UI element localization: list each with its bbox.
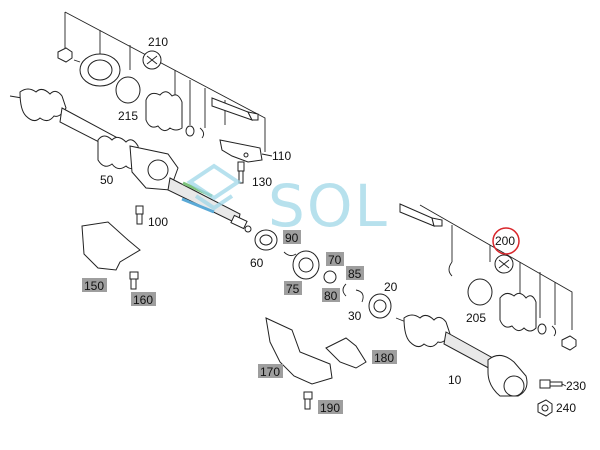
bolt-100-part bbox=[135, 205, 144, 225]
bolt-190-part bbox=[303, 391, 313, 410]
boot-part bbox=[145, 91, 183, 132]
snap-ring-30 bbox=[355, 289, 364, 303]
callout-130: 130 bbox=[252, 175, 272, 189]
lower-bracket-group: 170 180 190 bbox=[258, 317, 397, 415]
cap-nut-part bbox=[57, 47, 73, 63]
bearing-seal-group: 60 90 75 70 85 80 20 30 bbox=[250, 229, 398, 323]
seal-20-inner bbox=[373, 299, 387, 313]
upper-drive-shaft-group: 210 215 110 130 bbox=[9, 11, 291, 233]
callout-230: 230 bbox=[566, 379, 586, 393]
callout-180-bg bbox=[372, 350, 397, 364]
sol-logo-icon bbox=[186, 163, 242, 211]
lower-drive-shaft-group: 200 205 10 230 bbox=[395, 203, 586, 417]
callout-80: 80 bbox=[324, 289, 338, 303]
snap-ring-90 bbox=[283, 251, 297, 257]
bearing-75-inner bbox=[298, 257, 314, 273]
callout-90: 90 bbox=[285, 231, 299, 245]
clamp-ring-small bbox=[185, 125, 195, 137]
callout-75-bg bbox=[284, 281, 302, 295]
callout-160-bg bbox=[131, 292, 156, 306]
clamp-lower-1 bbox=[537, 323, 547, 335]
callout-110: 110 bbox=[272, 149, 291, 163]
grease-tube-lower-part bbox=[399, 203, 443, 227]
nut-240-part bbox=[537, 399, 553, 417]
clip-lower bbox=[448, 261, 453, 277]
callout-150-bg bbox=[82, 278, 107, 292]
circlip-part bbox=[342, 283, 347, 297]
heat-shield-part bbox=[81, 221, 141, 271]
callout-215: 215 bbox=[118, 109, 138, 123]
boot-lower-part bbox=[499, 292, 537, 332]
callout-100: 100 bbox=[148, 215, 168, 229]
watermark-text: SOL bbox=[268, 172, 389, 240]
callout-75: 75 bbox=[286, 282, 300, 296]
callout-180: 180 bbox=[374, 351, 394, 365]
callout-85: 85 bbox=[348, 267, 362, 281]
tripod-spider-lower-part bbox=[494, 254, 514, 274]
callout-60: 60 bbox=[250, 256, 264, 270]
clamp-clip bbox=[199, 127, 205, 139]
callout-85-bg bbox=[346, 266, 364, 280]
callout-200: 200 bbox=[495, 234, 515, 248]
callout-200-highlight bbox=[492, 227, 520, 255]
callout-205: 205 bbox=[466, 311, 486, 325]
tripod-spider-part bbox=[142, 50, 162, 70]
lower-drive-shaft bbox=[395, 314, 528, 397]
callout-160: 160 bbox=[133, 293, 153, 307]
callout-80-bg bbox=[322, 288, 340, 302]
callout-170-bg bbox=[258, 364, 283, 378]
callout-70-bg bbox=[326, 252, 344, 266]
callout-240: 240 bbox=[556, 401, 576, 415]
callout-10: 10 bbox=[448, 373, 462, 387]
bolt-230-part bbox=[539, 379, 563, 389]
bolt-160-part bbox=[129, 271, 139, 290]
callout-20: 20 bbox=[384, 280, 398, 294]
callout-190-bg bbox=[318, 400, 343, 414]
snap-ring-205 bbox=[467, 278, 493, 306]
callout-150: 150 bbox=[84, 279, 104, 293]
bolt-130-part bbox=[237, 161, 245, 184]
snap-ring-part bbox=[115, 76, 141, 104]
callout-90-bg bbox=[283, 230, 301, 244]
heat-shield-group: 150 160 bbox=[81, 221, 156, 307]
bracket-170-part bbox=[265, 317, 333, 385]
nut-lower bbox=[561, 335, 577, 351]
callout-70: 70 bbox=[328, 253, 342, 267]
seal-60-inner bbox=[259, 234, 273, 246]
clamp-lower-2 bbox=[551, 325, 557, 337]
callout-30: 30 bbox=[348, 309, 362, 323]
grease-tube-part bbox=[211, 97, 259, 121]
bracket-180-part bbox=[325, 337, 367, 369]
bracket-part bbox=[219, 139, 263, 163]
callout-170: 170 bbox=[260, 365, 280, 379]
cv-joint-part bbox=[73, 53, 121, 87]
sol-watermark: SOL bbox=[186, 163, 389, 240]
callout-50: 50 bbox=[100, 173, 114, 187]
callout-210: 210 bbox=[148, 35, 168, 49]
callout-190: 190 bbox=[320, 401, 340, 415]
main-drive-shaft bbox=[9, 88, 252, 233]
washer-part bbox=[323, 270, 337, 284]
